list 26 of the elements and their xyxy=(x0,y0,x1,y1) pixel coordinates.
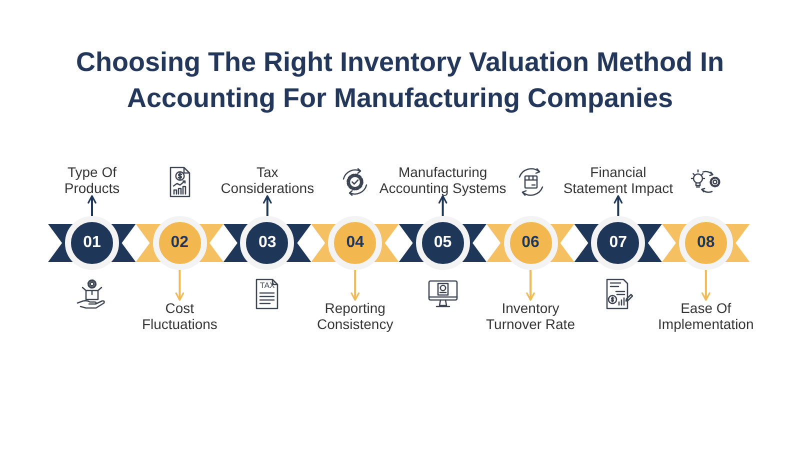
arrow xyxy=(702,270,710,301)
step-label: Ease Of Implementation xyxy=(650,300,761,332)
title: Choosing The Right Inventory Valuation Method In Accounting For Manufacturing Companies xyxy=(75,46,725,115)
arrow xyxy=(350,270,360,301)
step-marker: 01 xyxy=(65,216,119,270)
arrow xyxy=(175,270,184,301)
step-label: Financial Statement Impact xyxy=(559,164,678,196)
arrow xyxy=(614,195,623,216)
step-marker: 05 xyxy=(416,216,470,270)
step-label: Type Of Products xyxy=(60,164,124,196)
step-marker: 03 xyxy=(240,216,294,270)
step-label: Reporting Consistency xyxy=(311,300,400,332)
arrow xyxy=(438,195,448,216)
step-marker: 08 xyxy=(678,216,733,270)
step-label: Cost Fluctuations xyxy=(136,300,223,332)
step-marker: 02 xyxy=(152,216,207,270)
step-label: Tax Considerations xyxy=(215,164,320,196)
arrow xyxy=(526,270,535,301)
step-marker: 07 xyxy=(591,216,646,270)
step-marker: 04 xyxy=(328,216,382,270)
document-heading: TAX xyxy=(260,281,275,290)
step-label: Inventory Turnover Rate xyxy=(480,300,580,332)
arrow xyxy=(263,195,272,216)
step-marker: 06 xyxy=(504,216,558,270)
arrow xyxy=(88,195,96,216)
step-label: Manufacturing Accounting Systems xyxy=(374,164,511,196)
